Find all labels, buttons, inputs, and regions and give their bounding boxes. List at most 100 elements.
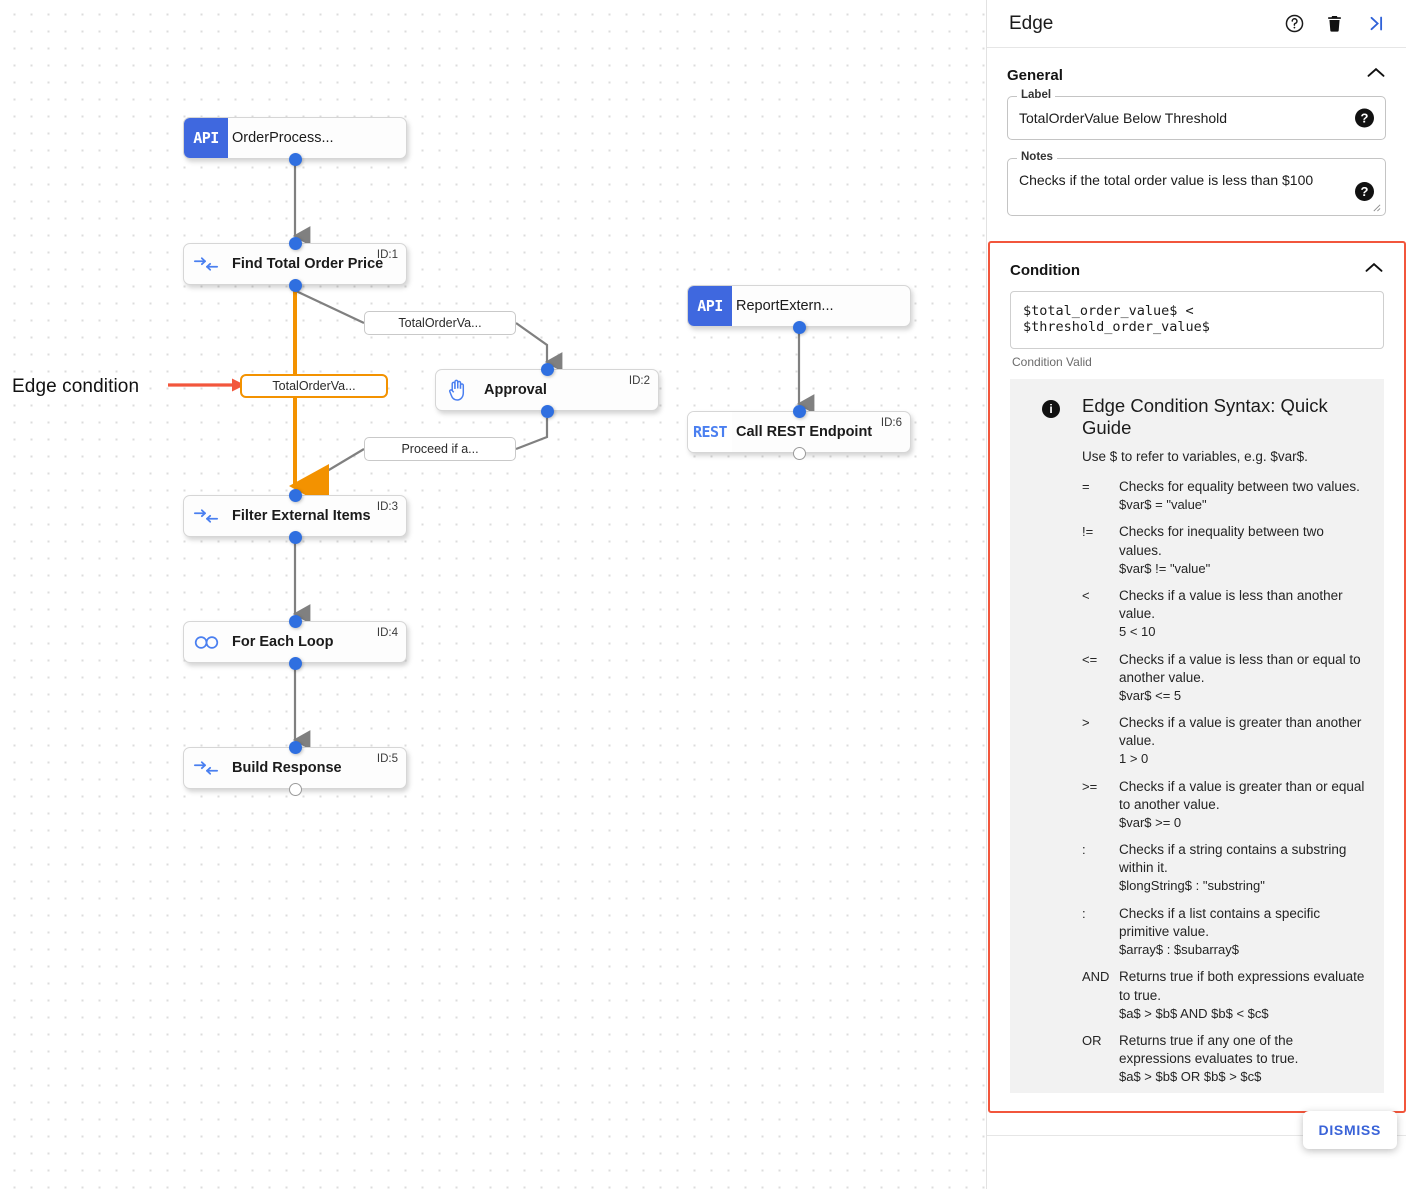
operator-symbol: > xyxy=(1082,715,1090,731)
condition-status: Condition Valid xyxy=(1012,355,1092,369)
operator-symbol: <= xyxy=(1082,651,1098,667)
operator-example: 1 > 0 xyxy=(1119,751,1149,767)
syntax-operator-row: :Checks if a string contains a substring… xyxy=(1026,841,1368,895)
node-input-port[interactable] xyxy=(288,488,302,502)
chevron-up-icon[interactable] xyxy=(1366,66,1386,84)
notes-field-value[interactable]: Checks if the total order value is less … xyxy=(1019,172,1314,189)
node-output-port[interactable] xyxy=(288,278,302,292)
operator-description: Checks if a value is greater than or equ… xyxy=(1119,778,1365,812)
node-input-port[interactable] xyxy=(288,614,302,628)
node-title: Build Response xyxy=(232,760,342,776)
node-output-port[interactable] xyxy=(288,782,302,796)
syntax-operator-row: :Checks if a list contains a specific pr… xyxy=(1026,905,1368,959)
operator-example: $a$ > $b$ AND $b$ < $c$ xyxy=(1119,1005,1269,1021)
notes-field[interactable]: Notes Checks if the total order value is… xyxy=(1007,151,1386,217)
general-heading: General xyxy=(1007,66,1063,84)
edge-label[interactable]: Proceed if a... xyxy=(364,437,516,461)
condition-section-header[interactable]: Condition xyxy=(1010,243,1384,291)
condition-section: Condition $total_order_value$ < $thresho… xyxy=(988,241,1406,1113)
syntax-guide-card: i Edge Condition Syntax: Quick Guide Use… xyxy=(1010,379,1384,1093)
edge-connector-layer xyxy=(168,165,815,750)
resize-handle-icon[interactable] xyxy=(1372,203,1381,212)
node-output-port[interactable] xyxy=(792,446,806,460)
node-id-tag: ID:4 xyxy=(376,627,398,639)
node-id-tag: ID:2 xyxy=(628,375,650,387)
node-title: Approval xyxy=(484,382,547,398)
node-output-port[interactable] xyxy=(288,530,302,544)
node-title: Find Total Order Price xyxy=(232,256,384,272)
hand-icon xyxy=(436,378,480,402)
node-title: Call REST Endpoint xyxy=(736,424,873,440)
operator-description: Checks if a value is less than another v… xyxy=(1119,588,1343,622)
panel-footer: DISMISS xyxy=(987,1111,1406,1149)
node-id-tag: ID:6 xyxy=(880,417,902,429)
node-output-port[interactable] xyxy=(288,152,302,166)
node-title: For Each Loop xyxy=(232,634,334,650)
node-output-port[interactable] xyxy=(792,320,806,334)
operator-symbol: = xyxy=(1082,479,1090,494)
node-type-badge: API xyxy=(688,286,732,326)
operator-description: Checks if a value is less than or equal … xyxy=(1119,651,1361,685)
node-type-badge: REST xyxy=(688,412,732,452)
operator-example: $var$ = "value" xyxy=(1119,497,1207,513)
operator-description: Returns true if both expressions evaluat… xyxy=(1119,969,1365,1003)
node-title: ReportExtern... xyxy=(736,298,834,314)
edge-properties-panel: Edge General xyxy=(986,0,1406,1189)
operator-example: 5 < 10 xyxy=(1119,624,1156,640)
node-output-port[interactable] xyxy=(540,404,554,418)
notes-help-icon[interactable]: ? xyxy=(1355,182,1374,202)
syntax-operator-row: <= Checks if a value is less than or equa… xyxy=(1026,651,1368,705)
operator-example: $array$ : $subarray$ xyxy=(1119,942,1239,958)
operator-symbol: >= xyxy=(1082,778,1098,794)
node-title: OrderProcess... xyxy=(232,130,334,146)
info-icon: i xyxy=(1042,400,1060,418)
node-type-badge: API xyxy=(184,118,228,158)
node-output-port[interactable] xyxy=(288,656,302,670)
transform-icon xyxy=(184,759,228,777)
dismiss-button[interactable]: DISMISS xyxy=(1302,1111,1397,1149)
workflow-node[interactable]: Build Response ID:5 xyxy=(183,747,407,789)
label-field-value[interactable]: TotalOrderValue Below Threshold xyxy=(1019,110,1228,126)
workflow-node[interactable]: For Each Loop ID:4 xyxy=(183,621,407,663)
node-id-tag: ID:5 xyxy=(376,753,398,765)
operator-symbol: < xyxy=(1082,588,1090,604)
node-input-port[interactable] xyxy=(792,404,806,418)
transform-icon xyxy=(184,507,228,525)
operator-symbol: != xyxy=(1082,524,1094,540)
panel-header: Edge xyxy=(987,0,1406,48)
help-circle-icon[interactable] xyxy=(1284,13,1305,34)
trash-icon[interactable] xyxy=(1325,13,1344,34)
syntax-guide-subtitle: Use $ to refer to variables, e.g. $var$. xyxy=(1082,449,1308,464)
operator-description: Returns true if any one of the expressio… xyxy=(1119,1032,1299,1067)
syntax-operator-row: > Checks if a value is greater than anoth… xyxy=(1026,714,1368,768)
edge-label-selected[interactable]: TotalOrderVa... xyxy=(240,374,388,398)
operator-symbol: : xyxy=(1082,905,1086,921)
edge-condition-annotation: Edge condition xyxy=(12,376,140,397)
collapse-panel-icon[interactable] xyxy=(1364,13,1386,34)
label-help-icon[interactable]: ? xyxy=(1355,108,1374,128)
syntax-operator-row: !=Checks for inequality between two valu… xyxy=(1026,523,1368,577)
condition-expression-input[interactable]: $total_order_value$ < $threshold_order_v… xyxy=(1010,291,1384,349)
node-input-port[interactable] xyxy=(540,362,554,376)
operator-description: Checks if a value is greater than anothe… xyxy=(1119,715,1362,749)
label-field-legend: Label xyxy=(1017,89,1056,101)
label-field[interactable]: Label TotalOrderValue Below Threshold ? xyxy=(1007,89,1386,141)
operator-description: Checks if a string contains a substring … xyxy=(1119,842,1347,876)
syntax-operator-row: < Checks if a value is less than another … xyxy=(1026,587,1368,641)
general-section-header[interactable]: General xyxy=(1007,48,1386,96)
general-section: General Label TotalOrderValue Below Thre… xyxy=(987,48,1406,217)
edge-label[interactable]: TotalOrderVa... xyxy=(364,311,516,335)
operator-description: Checks for equality between two values. xyxy=(1119,479,1360,494)
node-input-port[interactable] xyxy=(288,236,302,250)
syntax-operator-row: = Checks for equality between two values.… xyxy=(1026,478,1368,513)
node-id-tag: ID:3 xyxy=(376,501,398,513)
node-input-port[interactable] xyxy=(288,740,302,754)
syntax-operator-row: >= Checks if a value is greater than or e… xyxy=(1026,778,1368,832)
chevron-up-icon[interactable] xyxy=(1364,261,1384,279)
